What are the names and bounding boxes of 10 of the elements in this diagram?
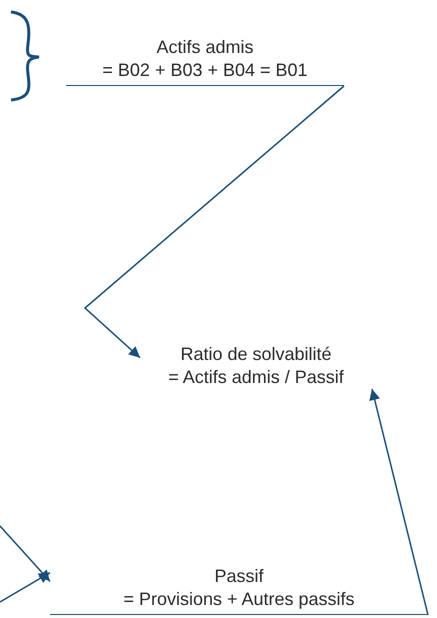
arrow xyxy=(0,526,51,582)
formula-title: Passif xyxy=(214,565,264,588)
formula-text: = B02 + B03 + B04 = B01 xyxy=(102,59,308,82)
arrow xyxy=(369,388,429,616)
formula-title: Actifs admis xyxy=(156,36,254,59)
formula-title: Ratio de solvabilité xyxy=(180,343,332,366)
formula-text: = Actifs admis / Passif xyxy=(168,366,344,389)
formula-text: = Provisions + Autres passifs xyxy=(123,588,355,611)
arrow xyxy=(0,572,50,603)
arrow xyxy=(84,85,344,358)
